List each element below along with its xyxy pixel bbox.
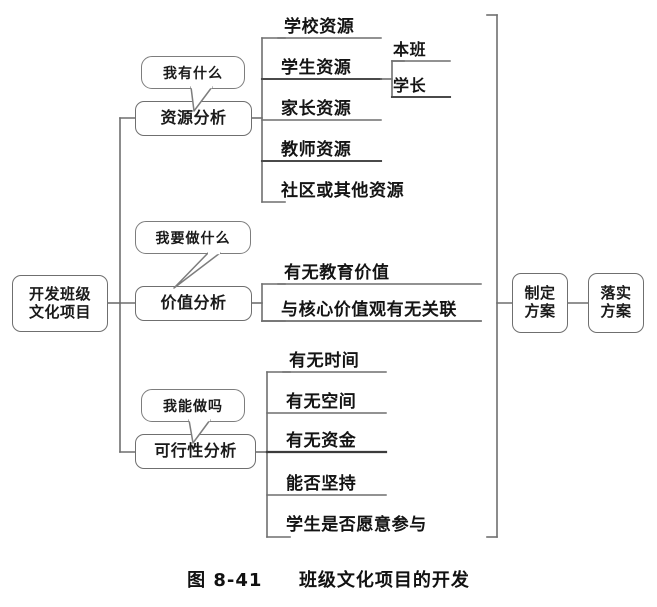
branch-node-value-analysis[interactable]: 价值分析 [135,286,252,321]
leaf-label: 与核心价值观有无关联 [281,300,457,320]
leaf-parent-resource[interactable]: 家长资源 [281,94,351,119]
leaf-teacher-resource[interactable]: 教师资源 [281,135,351,160]
leaf-label: 教师资源 [281,140,352,160]
stage-node-implement-plan[interactable]: 落实 方案 [588,273,644,333]
leaf-label: 学校资源 [284,17,355,37]
caption-number: 图 8-41 [187,570,263,591]
leaf-label: 能否坚持 [286,474,357,494]
stage-label-line2: 方案 [600,302,632,320]
leaf-label: 学生资源 [281,58,352,78]
leaf-core-values-relation[interactable]: 与核心价值观有无关联 [281,295,457,320]
leaf-students-willing-participate[interactable]: 学生是否愿意参与 [286,510,427,535]
branch-label: 可行性分析 [154,441,237,461]
callout-tail-resource [190,86,213,112]
leaf-has-funds[interactable]: 有无资金 [286,426,356,451]
stage-label-line2: 方案 [524,302,556,320]
leaf-label: 有无时间 [289,351,360,371]
leaf-student-resource[interactable]: 学生资源 [281,53,351,78]
leaf-label: 本班 [393,40,427,59]
leaf-community-other-resource[interactable]: 社区或其他资源 [281,176,404,201]
stage-label-line1: 制定 [524,284,556,303]
callout-tail-value [173,251,221,289]
leaf-senior-student[interactable]: 学长 [393,72,426,96]
leaf-educational-value[interactable]: 有无教育价值 [284,258,390,283]
leaf-label: 有无空间 [286,392,357,412]
leaf-own-class[interactable]: 本班 [393,36,426,60]
caption-title: 班级文化项目的开发 [298,570,470,591]
branch-label: 价值分析 [160,293,227,313]
callout-what-do-i-have[interactable]: 我有什么 [141,56,245,89]
root-label-line1: 开发班级 [28,284,91,303]
leaf-label: 学长 [393,76,427,95]
leaf-label: 有无资金 [286,431,357,451]
branch-label: 资源分析 [160,108,227,128]
leaf-label: 学生是否愿意参与 [286,515,427,535]
leaf-label: 家长资源 [281,99,352,119]
callout-label: 我要做什么 [155,230,231,247]
leaf-can-persist[interactable]: 能否坚持 [286,469,356,494]
root-label-line2: 文化项目 [28,302,91,321]
callout-label: 我能做吗 [163,398,223,415]
leaf-label: 有无教育价值 [284,263,390,283]
leaf-label: 社区或其他资源 [281,181,405,201]
leaf-has-time[interactable]: 有无时间 [289,346,359,371]
leaf-school-resource[interactable]: 学校资源 [284,12,354,37]
callout-what-should-i-do[interactable]: 我要做什么 [135,221,251,254]
callout-tail-feasibility [188,419,211,444]
stage-label-line1: 落实 [600,284,632,303]
leaf-has-space[interactable]: 有无空间 [286,387,356,412]
figure-caption: 图 8-41 班级文化项目的开发 [0,566,657,592]
callout-label: 我有什么 [163,65,223,82]
stage-node-formulate-plan[interactable]: 制定 方案 [512,273,568,333]
callout-can-i-do-it[interactable]: 我能做吗 [141,389,245,422]
root-node-develop-class-culture-project[interactable]: 开发班级 文化项目 [12,275,108,332]
